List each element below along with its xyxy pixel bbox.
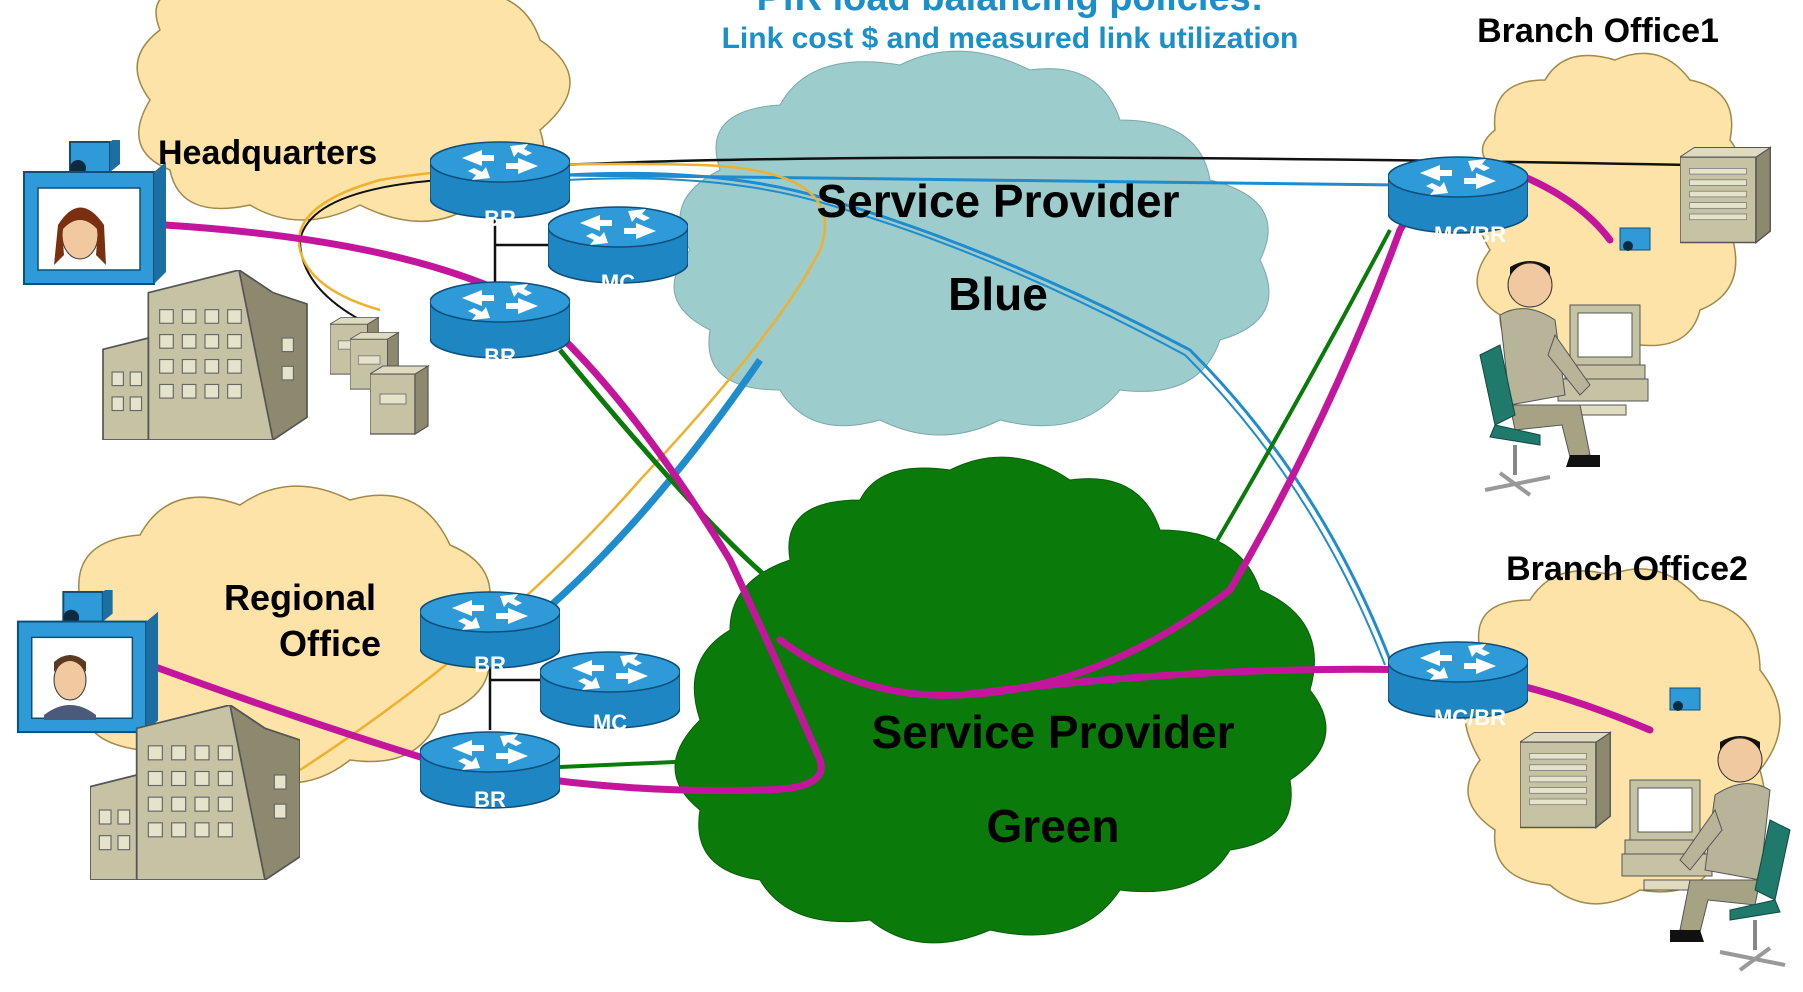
provider-blue-label-line1: Service Provider — [816, 175, 1179, 227]
regional-office-label-line2: Office — [279, 623, 381, 664]
provider-blue-label-line2: Blue — [948, 268, 1048, 320]
regional-user-face-icon — [44, 655, 96, 720]
header-title-partial: PfR load balancing policies: — [757, 0, 1264, 19]
branch1-video-camera-icon — [1619, 227, 1651, 251]
router-hq-br-bottom[interactable]: BR — [430, 281, 570, 369]
branch-office2-label: Branch Office2 — [1506, 550, 1748, 588]
router-regional-br-bottom-label: BR — [474, 787, 506, 812]
router-branch1-mcbr[interactable]: MC/BR — [1388, 156, 1528, 247]
provider-green-label-line2: Green — [987, 800, 1120, 852]
router-regional-mc-label: MC — [593, 710, 627, 735]
hq-servers-icon — [330, 316, 429, 435]
hq-video-terminal — [23, 140, 167, 285]
router-hq-mc[interactable]: MC — [548, 206, 688, 295]
router-branch2-mcbr-label: MC/BR — [1434, 705, 1506, 730]
router-regional-mc[interactable]: MC — [540, 651, 680, 735]
router-regional-br-top-label: BR — [474, 652, 506, 677]
provider-green-label-line1: Service Provider — [871, 706, 1234, 758]
headquarters-label: Headquarters — [158, 134, 377, 172]
path-blue-hq-to-regional — [499, 171, 1401, 666]
path-green — [558, 229, 1392, 769]
router-hq-br-bottom-label: BR — [484, 344, 516, 369]
hq-building-icon — [102, 270, 308, 440]
branch2-building-icon — [1520, 731, 1611, 829]
router-hq-br-top-label: BR — [484, 206, 516, 231]
regional-office-label-line1: Regional — [224, 577, 376, 618]
router-regional-br-bottom[interactable]: BR — [420, 731, 560, 812]
hq-user-face-icon — [54, 207, 106, 265]
branch1-building-icon — [1680, 146, 1771, 244]
regional-video-terminal — [16, 590, 160, 734]
router-hq-mc-label: MC — [601, 270, 635, 295]
router-branch2-mcbr[interactable]: MC/BR — [1388, 641, 1528, 730]
branch2-video-camera-icon — [1669, 687, 1701, 711]
router-branch1-mcbr-label: MC/BR — [1434, 222, 1506, 247]
service-provider-green-cloud — [674, 456, 1327, 944]
branch-office1-label: Branch Office1 — [1477, 12, 1719, 50]
router-regional-br-top[interactable]: BR — [420, 591, 560, 677]
path-orange — [297, 162, 827, 772]
service-provider-blue-cloud — [673, 50, 1270, 436]
router-hq-br-top[interactable]: BR — [430, 141, 570, 231]
header-subtitle: Link cost $ and measured link utilizatio… — [722, 22, 1299, 55]
